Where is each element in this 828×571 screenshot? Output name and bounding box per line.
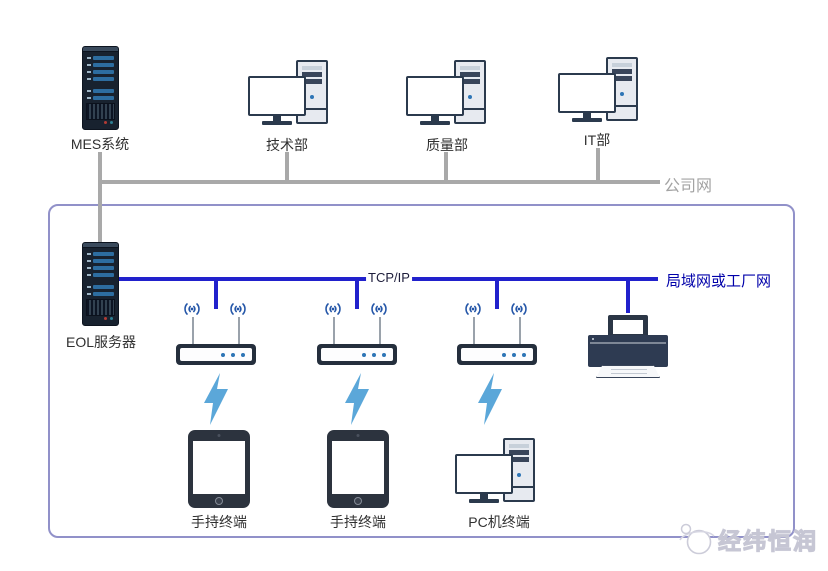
it-dept-label: IT部 — [583, 132, 611, 148]
mes-server-label: MES系统 — [70, 136, 130, 152]
server-vent — [86, 299, 115, 316]
antenna — [519, 317, 521, 345]
tablet-icon — [327, 430, 389, 508]
ap1-drop-line — [214, 279, 218, 309]
watermark-text: 经纬恒润 — [718, 528, 818, 555]
globe-icon — [679, 523, 715, 555]
router-body — [457, 344, 537, 365]
eol-server-icon — [82, 242, 119, 326]
pc-monitor — [558, 73, 616, 113]
mes-connector-line — [98, 152, 102, 242]
lan-network-label: 局域网或工厂网 — [666, 273, 772, 290]
wifi-signal-icon — [325, 303, 341, 315]
tech-connector-line — [285, 152, 289, 182]
wifi-signal-icon — [465, 303, 481, 315]
company-network-line — [98, 180, 660, 184]
tcpip-label: TCP/IP — [366, 270, 412, 285]
pc-tower — [454, 60, 486, 124]
tablet-screen — [193, 441, 245, 494]
ap3-drop-line — [495, 279, 499, 309]
eol-server-label: EOL服务器 — [65, 334, 137, 350]
watermark: 经纬恒润 — [676, 518, 826, 560]
pc-monitor — [455, 454, 513, 494]
antenna — [333, 317, 335, 345]
wireless-ap1-icon — [176, 300, 256, 366]
wifi-signal-icon — [230, 303, 246, 315]
lightning-icon — [204, 373, 228, 425]
server-top-cap — [83, 47, 118, 52]
tablet-home-button — [215, 497, 223, 505]
handheld-terminal-label: 手持终端 — [191, 514, 247, 530]
quality-desktop-icon — [406, 60, 486, 130]
tech-desktop-icon — [248, 60, 328, 130]
ap2-drop-line — [355, 279, 359, 309]
wifi-signal-icon — [511, 303, 527, 315]
tablet-camera — [356, 434, 360, 437]
pc-terminal-label: PC机终端 — [468, 514, 530, 530]
it-desktop-icon — [558, 57, 638, 127]
server-power-led — [104, 317, 107, 320]
server-top-cap — [83, 243, 118, 248]
factory-network-box — [48, 204, 795, 538]
antenna — [473, 317, 475, 345]
pc-terminal-icon — [455, 438, 535, 508]
tablet-icon — [188, 430, 250, 508]
antenna — [192, 317, 194, 345]
mes-server-icon — [82, 46, 119, 130]
router-body — [317, 344, 397, 365]
wireless-ap2-icon — [317, 300, 397, 366]
antenna — [238, 317, 240, 345]
quality-connector-line — [444, 152, 448, 182]
wireless-ap3-icon — [457, 300, 537, 366]
it-connector-line — [596, 148, 600, 182]
server-power-led — [104, 121, 107, 124]
server-status-led — [110, 317, 113, 320]
printer-icon — [588, 315, 668, 379]
tablet-home-button — [354, 497, 362, 505]
lightning-icon — [478, 373, 502, 425]
printer-output-paper — [596, 365, 660, 378]
server-drive-slots — [83, 52, 118, 100]
antenna — [379, 317, 381, 345]
server-drive-slots — [83, 248, 118, 296]
printer-body — [588, 335, 668, 367]
server-vent — [86, 103, 115, 120]
quality-dept-label: 质量部 — [426, 137, 468, 153]
printer-drop-line — [626, 279, 630, 313]
tech-dept-label: 技术部 — [266, 137, 308, 153]
company-network-label: 公司网 — [664, 178, 713, 195]
server-status-led — [110, 121, 113, 124]
router-body — [176, 344, 256, 365]
pc-monitor — [406, 76, 464, 116]
lightning-icon — [345, 373, 369, 425]
tablet-camera — [217, 434, 221, 437]
pc-monitor — [248, 76, 306, 116]
tablet-screen — [332, 441, 384, 494]
wifi-signal-icon — [184, 303, 200, 315]
handheld-terminal-label: 手持终端 — [330, 514, 386, 530]
wifi-signal-icon — [371, 303, 387, 315]
